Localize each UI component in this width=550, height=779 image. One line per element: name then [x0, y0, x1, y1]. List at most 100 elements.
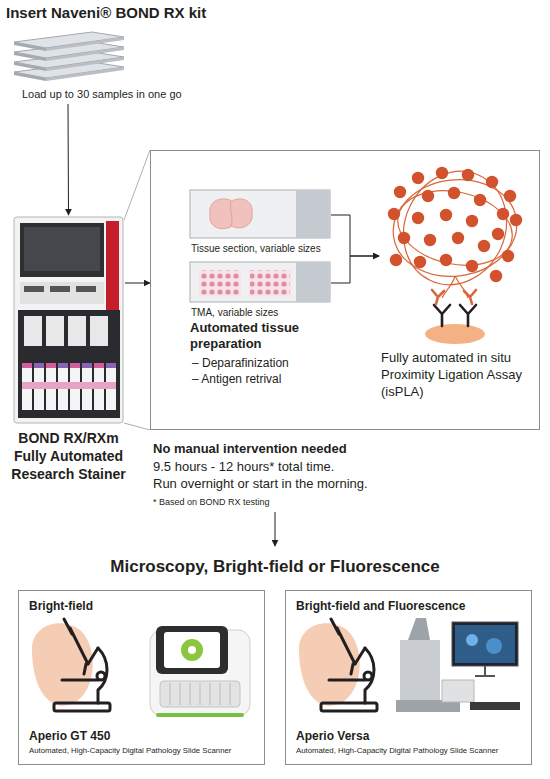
rolling-circle-product: [387, 172, 523, 284]
arrow-connector: [125, 283, 150, 284]
antibody-art: [425, 290, 485, 344]
microscope-icon: [84, 664, 86, 674]
antibody-art: [425, 324, 485, 344]
rolling-circle-product: [412, 212, 424, 224]
node-text: Aperio GT 450: [29, 729, 110, 744]
stainer-art: [94, 363, 104, 368]
rolling-circle-product: [497, 208, 509, 220]
rolling-circle-product: [414, 256, 426, 268]
node-text: Run overnight or start in the morning.: [153, 476, 368, 492]
antibody-art: [460, 305, 476, 326]
stainer-art: [90, 316, 108, 346]
stainer-art: [20, 223, 104, 277]
illustration-layer: [299, 619, 377, 711]
zoom-line: [124, 423, 150, 430]
rolling-circle-product: [440, 209, 452, 221]
versa-scanner-art: [452, 622, 518, 666]
rolling-circle-product: [466, 215, 478, 227]
microscope-icon: [64, 619, 72, 634]
versa-scanner-art: [486, 638, 502, 654]
rolling-circle-product: [502, 250, 514, 262]
rolling-circle-product: [462, 169, 474, 181]
rolling-circle-product: [442, 276, 468, 298]
microscope-icon: [98, 648, 107, 703]
microscope-icon: [88, 648, 98, 664]
microscope-icon: [32, 623, 93, 705]
label-text: – Deparafinization: [192, 356, 289, 371]
gt450-scanner-art: [150, 626, 250, 717]
arrow-connector: [331, 215, 379, 256]
gt450-scanner-art: [160, 681, 240, 707]
gt450-scanner-art: [156, 626, 228, 674]
node-text: No manual intervention needed: [153, 441, 347, 457]
arrow-connector: [331, 256, 379, 283]
zoom-line: [124, 150, 150, 220]
stainer-art: [70, 363, 80, 368]
gt450-scanner-art: [170, 683, 230, 705]
node-text: Automated, High-Capacity Digital Patholo…: [29, 746, 231, 756]
rolling-circle-product: [388, 208, 400, 220]
tissue-slide-art: [210, 199, 252, 229]
versa-scanner-art: [408, 618, 430, 640]
tma-slide-art: [190, 262, 330, 302]
gt450-scanner-art: [164, 632, 220, 668]
rolling-circle-product: [388, 167, 522, 282]
node-text: * Based on BOND RX testing: [153, 497, 270, 508]
rolling-circle-product: [436, 167, 448, 179]
rolling-circle-product: [448, 187, 460, 199]
tma-slide-art: [250, 270, 290, 296]
tma-slide-art: [200, 270, 240, 296]
stainer-art: [82, 363, 92, 368]
slide-stack-art: [14, 32, 124, 81]
microscope-icon: [54, 703, 110, 711]
rolling-circle-product: [391, 181, 519, 276]
tissue-slide-art: [190, 190, 330, 238]
tma-slide: TMA, variable sizes: [191, 263, 331, 303]
gt450-scanner-art: [181, 639, 203, 661]
node-text: Bright-field: [29, 599, 93, 614]
stainer-art: [22, 363, 32, 368]
versa-scanner-art: [396, 618, 520, 712]
versa-scanner-art: [475, 666, 495, 676]
stainer-art: [58, 363, 68, 368]
arrow-connector: [68, 104, 70, 215]
rolling-circle-product: [504, 190, 516, 202]
rolling-circle-product: [510, 214, 522, 226]
tma-slide-art: [296, 262, 330, 302]
microscope-icon: [54, 619, 110, 711]
node-text: Automated, High-Capacity Digital Patholo…: [296, 746, 498, 756]
tma-slide-art: [190, 262, 330, 302]
label-text: Microscopy, Bright-field or Fluorescence: [0, 556, 550, 577]
gt450-scanner-art: [156, 713, 244, 717]
rolling-circle-product: [440, 254, 452, 266]
versa-scanner-art: [442, 680, 474, 702]
tissue-slide-art: [296, 190, 330, 238]
tissue-slide-art: [190, 190, 330, 238]
rolling-circle-product: [486, 176, 498, 188]
stainer-art: [46, 316, 64, 346]
label-text: Automated tissue preparation: [190, 320, 330, 352]
microscope-icon: [62, 679, 98, 682]
stainer-art: [106, 363, 116, 368]
versa-scanner-art: [455, 625, 515, 663]
stainer-art: [34, 363, 44, 368]
tissue-slide: Tissue section, variable sizes: [191, 191, 331, 239]
antibody-art: [464, 290, 476, 304]
node-text: Tissue section, variable sizes: [191, 243, 321, 256]
rolling-circle-product: [490, 270, 502, 282]
rolling-circle-product: [466, 260, 478, 272]
stainer-machine: BOND RX/RXm Fully Automated Research Sta…: [12, 215, 125, 425]
stainer-art: [20, 282, 104, 304]
node-text: Bright-field and Fluorescence: [296, 599, 465, 614]
node-text: Aperio Versa: [296, 729, 369, 744]
stainer-art: [106, 221, 119, 316]
rolling-circle-product: [385, 154, 525, 301]
antibody-art: [434, 305, 450, 326]
rolling-circle-product: [478, 240, 490, 252]
rolling-circle-product: [394, 186, 406, 198]
stainer-art: [46, 363, 56, 368]
stainer-art: [68, 316, 86, 346]
stainer-art: [14, 217, 123, 423]
